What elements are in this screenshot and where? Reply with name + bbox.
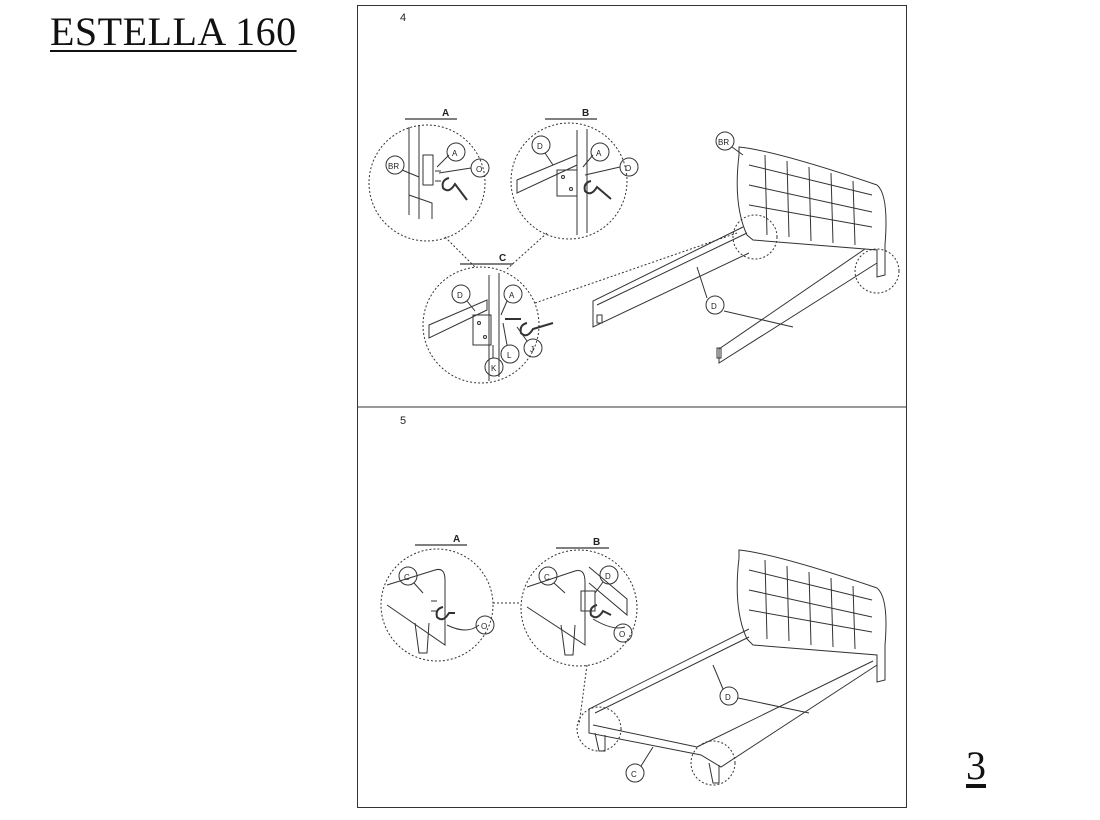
svg-text:O: O (625, 164, 631, 173)
part-callout: D (451, 284, 476, 312)
step-5-detail-a: A C O (380, 534, 495, 662)
part-callout: O (438, 158, 490, 178)
part-callout: C (538, 566, 566, 594)
svg-text:O: O (619, 630, 625, 639)
svg-text:C: C (631, 770, 637, 779)
part-callout: O (613, 623, 633, 643)
svg-text:C: C (404, 573, 410, 582)
svg-text:D: D (457, 291, 463, 300)
step-5-bed-illustration: D C (576, 549, 887, 786)
step-4-detail-b: B D A O (510, 108, 639, 240)
document-title: ESTELLA 160 (50, 9, 297, 54)
part-callout: J (516, 326, 543, 358)
svg-text:D: D (537, 142, 543, 151)
part-callout: D (712, 664, 810, 714)
part-callout: BR (385, 155, 420, 178)
step-5-detail-a-label: A (453, 534, 460, 545)
step-4-number: 4 (400, 12, 406, 24)
svg-text:D: D (711, 302, 717, 311)
part-callout: D (531, 135, 554, 166)
svg-text:D: D (725, 693, 731, 702)
part-callout: O (475, 615, 495, 635)
part-callout: C (398, 566, 424, 594)
part-callout: D (696, 266, 794, 328)
step-5-detail-b: B C D O (520, 537, 638, 667)
svg-text:BR: BR (388, 162, 399, 171)
part-callout: A (582, 142, 610, 168)
svg-text:D: D (605, 572, 611, 581)
svg-text:O: O (476, 165, 482, 174)
step-5-detail-b-label: B (593, 537, 600, 548)
step-5-number: 5 (400, 415, 406, 427)
part-callout: C (625, 746, 654, 783)
assembly-instructions-drawing: 4 A BR A O B (357, 12, 907, 786)
step-5: 5 A C O B (380, 415, 887, 786)
svg-text:L: L (507, 351, 512, 360)
part-callout: O (584, 157, 639, 177)
svg-text:A: A (452, 149, 458, 158)
part-callout: A (500, 284, 523, 316)
part-callout: L (500, 322, 520, 364)
step-4-detail-a-label: A (442, 108, 449, 119)
part-callout: A (436, 142, 466, 168)
step-4-detail-c-label: C (499, 253, 506, 264)
step-4-detail-a: A BR A O (368, 108, 490, 242)
svg-text:K: K (491, 364, 497, 373)
part-callout: K (484, 345, 504, 377)
part-callout: D (594, 565, 619, 594)
svg-text:J: J (530, 345, 534, 354)
svg-text:O: O (481, 622, 487, 631)
step-4-detail-c: C D A J L K (422, 253, 554, 384)
page-number: 3 (966, 743, 986, 788)
step-4: 4 A BR A O B (368, 12, 900, 384)
svg-text:BR: BR (718, 138, 729, 147)
step-4-detail-b-label: B (582, 108, 589, 119)
part-callout: BR (715, 131, 744, 156)
svg-text:A: A (596, 149, 602, 158)
svg-text:A: A (509, 291, 515, 300)
step-4-bed-illustration: BR D (592, 131, 900, 364)
svg-text:C: C (544, 573, 550, 582)
